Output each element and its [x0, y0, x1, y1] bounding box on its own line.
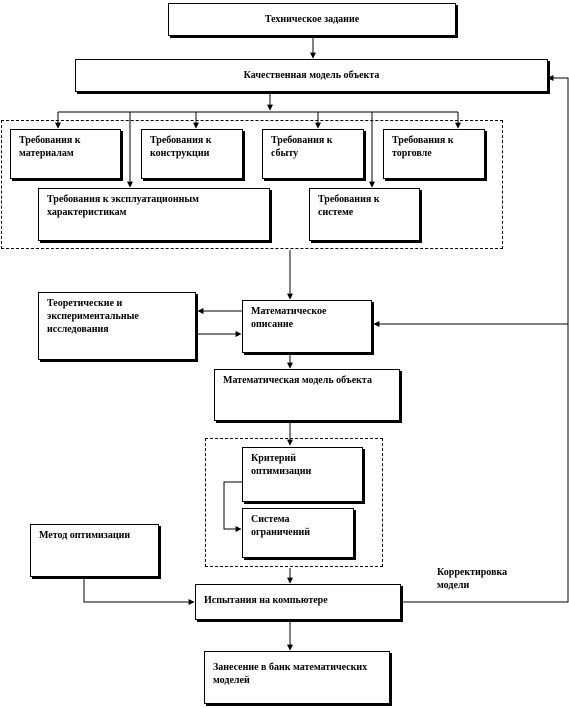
- math-description-label: Математическое описание: [251, 306, 327, 330]
- method-label: Метод оптимизации: [39, 530, 131, 541]
- requirements-group: [1, 120, 503, 249]
- kmo-label: Качественная модель объекта: [243, 70, 380, 81]
- criterion-label: Критерий оптимизации: [251, 453, 312, 477]
- req-construction-label: Требования к конструкции: [150, 135, 212, 159]
- constraints-node: Система ограничений: [242, 508, 354, 558]
- tz-node: Техническое задание: [168, 3, 456, 36]
- req-trade-label: Требования к торговле: [392, 135, 454, 159]
- kmo-node: Качественная модель объекта: [75, 59, 548, 92]
- req-construction-node: Требования к конструкции: [141, 129, 243, 179]
- testing-label: Испытания на компьютере: [204, 595, 328, 606]
- req-system-node: Требования к системе: [309, 188, 420, 241]
- req-materials-node: Требования к материалам: [10, 129, 121, 179]
- testing-node: Испытания на компьютере: [195, 584, 401, 620]
- req-trade-node: Требования к торговле: [383, 129, 485, 179]
- req-system-label: Требования к системе: [318, 194, 380, 218]
- req-exploitation-node: Требования к эксплуатационным характерис…: [38, 188, 270, 241]
- research-node: Теоретические и экспериментальные исслед…: [38, 292, 196, 360]
- math-description-node: Математическое описание: [242, 300, 372, 353]
- constraints-label: Система ограничений: [251, 514, 310, 538]
- method-node: Метод оптимизации: [30, 524, 159, 577]
- tz-label: Техническое задание: [264, 14, 360, 25]
- criterion-node: Критерий оптимизации: [242, 447, 363, 502]
- math-model-node: Математическая модель объекта: [214, 369, 400, 421]
- math-model-label: Математическая модель объекта: [223, 375, 372, 386]
- optimization-group: [205, 438, 383, 567]
- research-label: Теоретические и экспериментальные исслед…: [47, 298, 139, 335]
- correction-label: Корректировка модели: [437, 567, 508, 591]
- req-materials-label: Требования к материалам: [19, 135, 81, 159]
- req-sales-node: Требования к сбыту: [262, 129, 364, 179]
- req-exploitation-label: Требования к эксплуатационным характерис…: [47, 194, 199, 218]
- bank-label: Занесение в банк математических моделей: [213, 662, 368, 686]
- req-sales-label: Требования к сбыту: [271, 135, 333, 159]
- bank-node: Занесение в банк математических моделей: [204, 651, 390, 704]
